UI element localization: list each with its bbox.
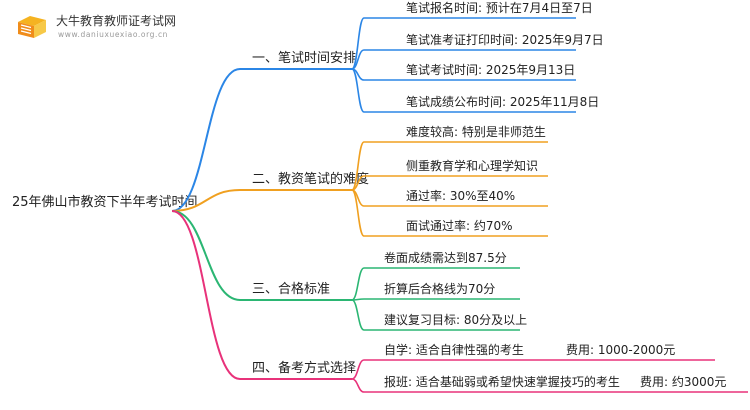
root-to-branch-connector <box>171 189 241 212</box>
site-logo: 大牛教育教师证考试网 www.daniuxuexiao.org.cn <box>14 10 194 44</box>
branch-to-leaf-connector <box>351 299 365 331</box>
root-to-branch-connector <box>171 68 241 212</box>
leaf-topic: 笔试准考证打印时间: 2025年9月7日 <box>406 32 604 47</box>
leaf-topic: 面试通过率: 约70% <box>406 218 513 233</box>
leaf-topic: 难度较高: 特别是非师范生 <box>406 124 546 139</box>
branch-topic: 二、教资笔试的难度 <box>252 171 369 187</box>
leaf-topic: 通过率: 30%至40% <box>406 188 515 203</box>
branch-topic: 四、备考方式选择 <box>252 360 356 376</box>
branch-topic: 三、合格标准 <box>252 281 330 297</box>
branch-to-leaf-connector <box>351 68 365 113</box>
leaf-topic: 笔试考试时间: 2025年9月13日 <box>406 62 575 77</box>
branch-to-leaf-connector <box>351 378 365 393</box>
logo-url: www.daniuxuexiao.org.cn <box>58 30 169 39</box>
logo-title: 大牛教育教师证考试网 <box>56 14 177 28</box>
root-to-branch-connector <box>171 210 241 380</box>
leaf-topic: 笔试报名时间: 预计在7月4日至7日 <box>406 0 593 15</box>
leaf-topic: 卷面成绩需达到87.5分 <box>384 250 507 265</box>
leaf-fee-note: 费用: 约3000元 <box>640 374 726 389</box>
leaf-fee-note: 费用: 1000-2000元 <box>566 343 675 357</box>
branch-to-leaf-connector <box>351 141 365 191</box>
branch-to-leaf-connector <box>351 267 365 301</box>
root-to-branch-connector <box>171 210 241 301</box>
root-topic: 25年佛山市教资下半年考试时间 <box>12 194 198 210</box>
leaf-topic: 报班: 适合基础弱或希望快速掌握技巧的考生 <box>384 374 620 389</box>
leaf-topic: 侧重教育学和心理学知识 <box>406 158 538 173</box>
leaf-topic: 建议复习目标: 80分及以上 <box>384 313 527 327</box>
leaf-topic: 自学: 适合自律性强的考生 <box>384 342 524 357</box>
book-logo-icon <box>18 16 46 38</box>
branch-to-leaf-connector <box>351 17 365 70</box>
leaf-topic: 笔试成绩公布时间: 2025年11月8日 <box>406 94 599 109</box>
leaf-topic: 折算后合格线为70分 <box>384 281 495 296</box>
branch-to-leaf-connector <box>351 189 365 237</box>
branch-topic: 一、笔试时间安排 <box>252 50 356 66</box>
